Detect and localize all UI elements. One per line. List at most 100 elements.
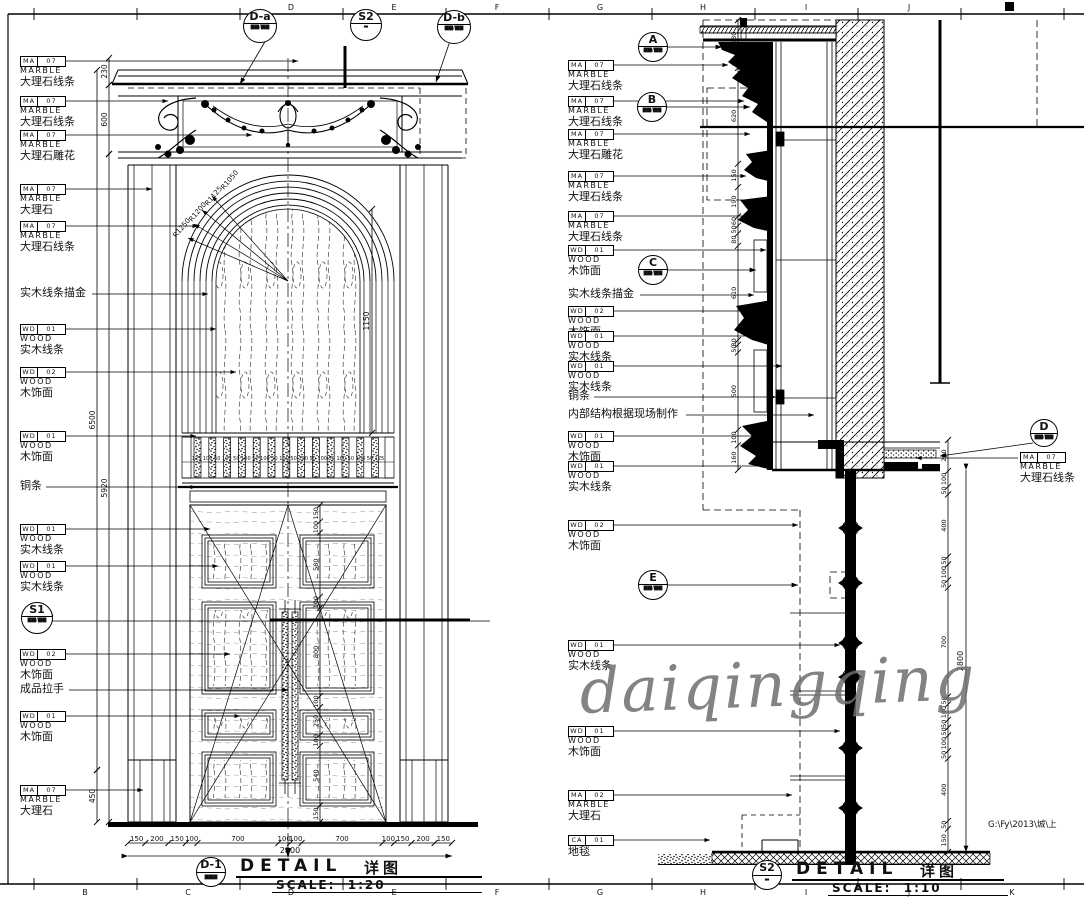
title-underline — [272, 892, 482, 893]
detail-title-right: S2 ▬ DETAIL 详图 SCALE: 1:10 — [752, 858, 1022, 898]
svg-text:540: 540 — [312, 769, 320, 781]
detail-word-cn: 详图 — [920, 862, 959, 880]
baluster-row — [178, 432, 398, 503]
threshold — [108, 822, 478, 827]
material-number-box: 07 — [37, 96, 66, 107]
svg-text:150: 150 — [940, 834, 948, 846]
marble-molding-profile — [718, 42, 773, 470]
reference-bubble-s2: S2▬ — [350, 9, 382, 41]
material-label: 实木线条描金 — [20, 286, 86, 299]
svg-text:50: 50 — [940, 556, 948, 564]
material-number-box: 01 — [37, 561, 66, 572]
material-label: 铜条 — [20, 479, 42, 492]
garland-carving — [201, 100, 375, 148]
svg-text:450: 450 — [88, 789, 97, 804]
door-leaves — [51, 504, 490, 823]
title-underline — [828, 895, 1008, 896]
detail-word-cn: 详图 — [364, 859, 403, 877]
material-number-box: 01 — [585, 431, 614, 442]
detail-bubble-d1: D-1 ▆▆▆ — [196, 857, 226, 887]
svg-text:500: 500 — [730, 385, 738, 397]
door-frame — [118, 151, 462, 822]
scale-note: SCALE: 1:10 — [832, 881, 942, 895]
svg-text:C: C — [185, 888, 191, 897]
material-number-box: 01 — [37, 324, 66, 335]
material-number-box: 01 — [37, 431, 66, 442]
svg-text:400: 400 — [940, 519, 948, 531]
reference-bubble-b: B▆▆/▆▆ — [637, 92, 667, 122]
svg-text:100: 100 — [185, 835, 198, 843]
svg-text:G: G — [597, 3, 603, 12]
material-label: 铜条 — [568, 389, 590, 402]
svg-text:100: 100 — [312, 734, 320, 746]
material-number-box: 07 — [37, 184, 66, 195]
svg-text:150: 150 — [312, 808, 320, 820]
svg-text:400: 400 — [940, 784, 948, 796]
door-section — [790, 470, 863, 864]
svg-text:G: G — [597, 888, 603, 897]
svg-text:700: 700 — [231, 835, 244, 843]
svg-text:50: 50 — [730, 344, 738, 352]
material-label: 内部结构根据现场制作 — [568, 407, 678, 420]
reference-bubble-e: E▆▆/▆▆ — [638, 570, 668, 600]
detail-title-left: D-1 ▆▆▆ DETAIL 详图 SCALE: 1:20 — [196, 855, 486, 897]
door-elevation — [51, 46, 490, 858]
material-number-box: 07 — [37, 130, 66, 141]
floor — [658, 814, 991, 865]
material-number-box: 07 — [37, 56, 66, 67]
svg-text:50: 50 — [940, 696, 948, 704]
title-underline — [236, 876, 482, 878]
svg-text:80: 80 — [730, 235, 738, 243]
svg-text:100: 100 — [940, 737, 948, 749]
svg-text:2800: 2800 — [956, 651, 965, 671]
svg-text:60: 60 — [730, 217, 738, 225]
svg-text:620: 620 — [730, 110, 738, 122]
svg-text:610: 610 — [730, 287, 738, 299]
detail-subcode: ▬ — [764, 877, 770, 883]
masonry-wall — [835, 19, 885, 479]
svg-text:100: 100 — [289, 835, 302, 843]
reference-bubble-d-b: D-b▆▆/▆▆ — [437, 10, 471, 44]
material-number-box: 07 — [37, 785, 66, 796]
svg-text:150: 150 — [312, 507, 320, 519]
svg-text:100: 100 — [940, 706, 948, 718]
arch-radius-leaders — [187, 195, 289, 282]
material-number-box: 07 — [585, 171, 614, 182]
svg-text:200: 200 — [416, 835, 429, 843]
detail-id: D-1 — [197, 858, 225, 873]
ceiling — [699, 18, 837, 42]
sheet-marker-square — [1005, 2, 1014, 11]
svg-text:I: I — [805, 888, 807, 897]
svg-text:30: 30 — [730, 338, 738, 346]
svg-text:D: D — [288, 3, 294, 12]
svg-text:50: 50 — [940, 580, 948, 588]
material-number-box: 01 — [585, 726, 614, 737]
svg-text:100: 100 — [940, 566, 948, 578]
material-label: 实木线条描金 — [568, 287, 634, 300]
scale-note: SCALE: 1:20 — [276, 878, 386, 892]
material-number-box: 07 — [37, 221, 66, 232]
arch — [181, 174, 395, 433]
svg-text:H: H — [700, 3, 706, 12]
svg-text:50: 50 — [730, 225, 738, 233]
material-number-box: 07 — [585, 211, 614, 222]
material-number-box: 07 — [585, 60, 614, 71]
svg-text:50: 50 — [940, 751, 948, 759]
